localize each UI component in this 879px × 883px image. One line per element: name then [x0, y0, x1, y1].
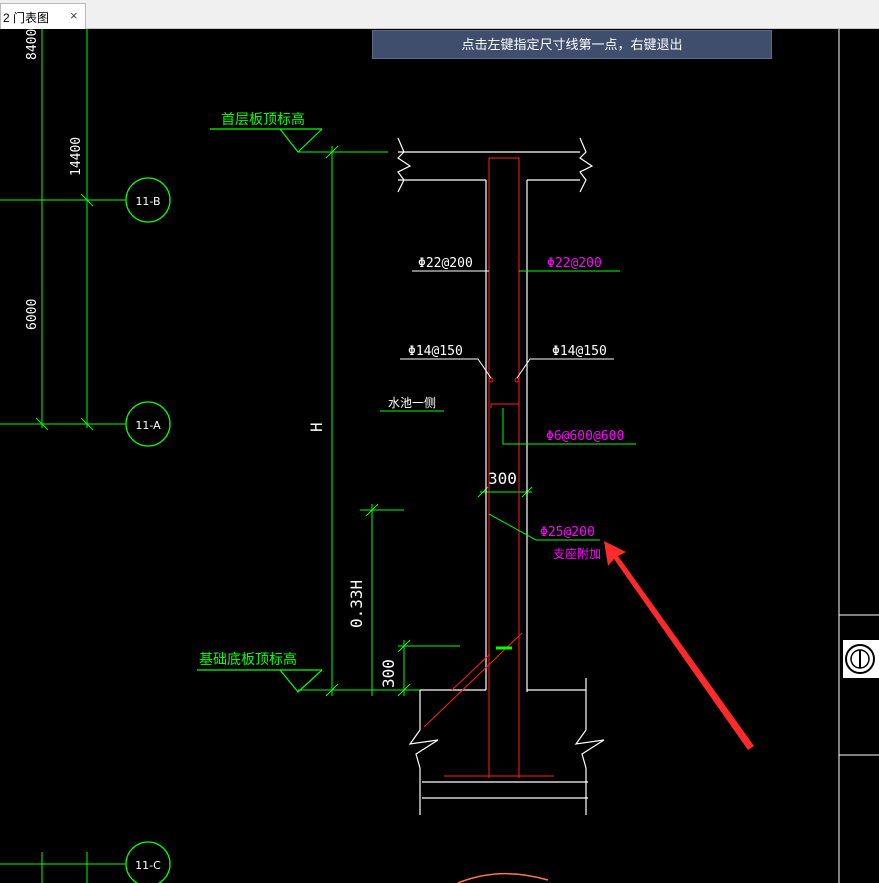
axis-label-11c: 11-C — [135, 859, 161, 872]
dim-14400: 14400 — [69, 137, 84, 176]
command-prompt: 点击左键指定尺寸线第一点，右键退出 — [372, 30, 772, 59]
tab-label: 2 门表图 — [3, 11, 50, 25]
leader-lines-green — [380, 270, 636, 541]
rebar-support-note: 支座附加 — [553, 546, 601, 561]
rebar-label-support: Φ25@200 — [540, 525, 595, 540]
dim-8400: 8400 — [25, 29, 40, 60]
tab-door-schedule[interactable]: 2 门表图 × — [0, 3, 86, 29]
wall-outline — [397, 137, 605, 815]
dim-300-bottom: 300 — [379, 659, 398, 688]
dimension-lines — [298, 145, 533, 697]
axis-label-11b: 11-B — [135, 195, 160, 208]
axis-bubble-11b — [125, 177, 171, 223]
annotation-arrow — [604, 541, 754, 750]
water-side-label: 水池一侧 — [388, 396, 436, 410]
rebar-label-left-horizontal: Φ14@150 — [408, 344, 463, 359]
leader-lines — [400, 270, 614, 379]
dim-h: H — [307, 422, 326, 432]
rebar-label-right-vertical: Φ22@200 — [547, 256, 602, 271]
axis-label-11a: 11-A — [135, 419, 161, 432]
axis-bubble-11c — [125, 841, 171, 883]
title-block-frame — [838, 29, 879, 883]
rebar-lines — [423, 157, 554, 778]
dim-033h: 0.33H — [347, 580, 366, 628]
cad-canvas[interactable]: 8400 14400 6000 11-B 11-A 11-C 首层板顶标高 基础… — [0, 29, 879, 883]
partial-arc-fragment — [457, 873, 549, 883]
logo-seal-icon — [843, 640, 879, 678]
grid-lines — [0, 29, 126, 883]
rebar-label-tie: Φ6@600@600 — [546, 429, 624, 444]
elevation-label-top: 首层板顶标高 — [221, 111, 305, 128]
elevation-marker-top — [210, 128, 323, 153]
tab-bar: 2 门表图 × — [0, 0, 879, 29]
rebar-label-right-horizontal: Φ14@150 — [552, 344, 607, 359]
dim-6000: 6000 — [25, 299, 40, 330]
axis-bubble-11a — [125, 401, 171, 447]
elevation-marker-bottom — [197, 669, 323, 693]
close-icon[interactable]: × — [70, 8, 78, 23]
dim-300-thickness: 300 — [488, 469, 517, 488]
rebar-label-left-vertical: Φ22@200 — [418, 256, 473, 271]
elevation-label-bottom: 基础底板顶标高 — [199, 651, 297, 668]
